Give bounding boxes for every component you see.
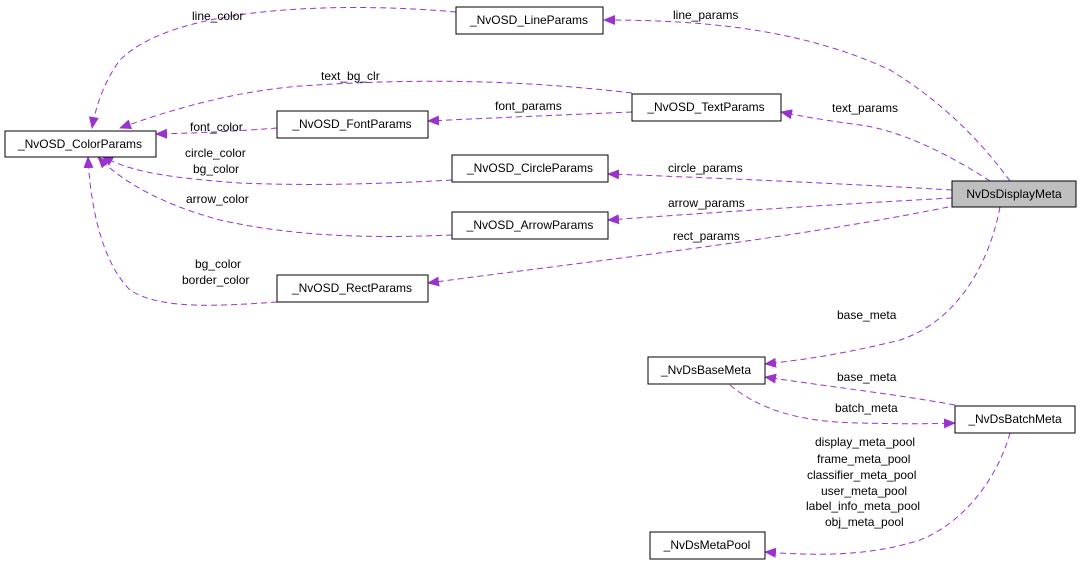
node-arrow-params-label: _NvOSD_ArrowParams xyxy=(466,218,594,232)
label-pool-classifier: classifier_meta_pool xyxy=(807,468,916,482)
label-line-color: line_color xyxy=(192,9,243,23)
edge-batch-meta xyxy=(729,384,956,429)
node-rect-params[interactable]: _NvOSD_RectParams xyxy=(276,274,429,303)
label-pool-frame: frame_meta_pool xyxy=(817,452,910,466)
node-meta-pool-label: _NvDsMetaPool xyxy=(663,538,751,552)
label-pool-display: display_meta_pool xyxy=(815,435,915,449)
node-rect-params-label: _NvOSD_RectParams xyxy=(291,281,412,295)
label-font-params: font_params xyxy=(495,99,562,113)
edge-meta-pool xyxy=(764,432,1011,558)
nodes: _NvOSD_ColorParams _NvOSD_LineParams _Nv… xyxy=(4,6,1077,560)
node-meta-pool[interactable]: _NvDsMetaPool xyxy=(649,531,766,560)
node-base-meta-label: _NvDsBaseMeta xyxy=(660,363,751,377)
node-display-meta-label: NvDsDisplayMeta xyxy=(966,187,1062,201)
edge-base-meta-batch xyxy=(764,373,956,406)
edge-labels: line_color text_bg_clr font_color circle… xyxy=(182,8,920,529)
label-rect-bg-color: bg_color xyxy=(195,257,241,271)
label-text-bg-clr: text_bg_clr xyxy=(321,69,380,83)
edge-arrow-params xyxy=(607,197,953,225)
edge-arrow-color xyxy=(97,156,453,237)
node-text-params[interactable]: _NvOSD_TextParams xyxy=(631,93,782,122)
node-font-params-label: _NvOSD_FontParams xyxy=(291,117,411,131)
label-circle-color: circle_color xyxy=(185,146,246,160)
label-circle-bg-color: bg_color xyxy=(193,162,239,176)
node-circle-params[interactable]: _NvOSD_CircleParams xyxy=(451,154,609,183)
edge-font-params xyxy=(427,111,633,126)
label-text-params: text_params xyxy=(832,101,898,115)
label-pool-obj: obj_meta_pool xyxy=(825,515,904,529)
label-arrow-params: arrow_params xyxy=(668,196,745,210)
node-color-params[interactable]: _NvOSD_ColorParams xyxy=(4,130,157,158)
node-batch-meta[interactable]: _NvDsBatchMeta xyxy=(954,405,1076,434)
node-text-params-label: _NvOSD_TextParams xyxy=(646,100,764,114)
label-circle-params: circle_params xyxy=(668,161,743,175)
label-base-meta-batch: base_meta xyxy=(837,370,897,384)
edge-rect-color xyxy=(83,156,278,306)
label-arrow-color: arrow_color xyxy=(186,192,249,206)
label-rect-border-color: border_color xyxy=(182,273,249,287)
edge-text-bg-clr xyxy=(119,80,633,129)
node-line-params[interactable]: _NvOSD_LineParams xyxy=(455,6,604,35)
edge-rect-params xyxy=(427,204,959,287)
label-line-params: line_params xyxy=(673,8,738,22)
label-rect-params: rect_params xyxy=(673,229,740,243)
edge-base-meta-display xyxy=(764,206,1001,368)
edge-circle-params xyxy=(607,169,953,191)
node-display-meta[interactable]: NvDsDisplayMeta xyxy=(951,180,1077,208)
label-pool-label-info: label_info_meta_pool xyxy=(806,499,920,513)
node-arrow-params[interactable]: _NvOSD_ArrowParams xyxy=(451,211,609,240)
label-pool-user: user_meta_pool xyxy=(821,484,907,498)
node-batch-meta-label: _NvDsBatchMeta xyxy=(967,412,1062,426)
node-base-meta[interactable]: _NvDsBaseMeta xyxy=(647,356,766,385)
label-base-meta-display: base_meta xyxy=(837,308,897,322)
edge-font-color xyxy=(155,127,278,139)
edge-line-color xyxy=(88,7,457,129)
node-line-params-label: _NvOSD_LineParams xyxy=(469,13,588,27)
edge-text-params xyxy=(780,109,991,182)
edge-circle-color xyxy=(101,155,453,185)
label-batch-meta: batch_meta xyxy=(835,401,898,415)
label-font-color: font_color xyxy=(190,120,243,134)
node-font-params[interactable]: _NvOSD_FontParams xyxy=(276,110,429,139)
edges xyxy=(83,7,1011,558)
node-color-params-label: _NvOSD_ColorParams xyxy=(17,137,142,151)
node-circle-params-label: _NvOSD_CircleParams xyxy=(466,161,593,175)
